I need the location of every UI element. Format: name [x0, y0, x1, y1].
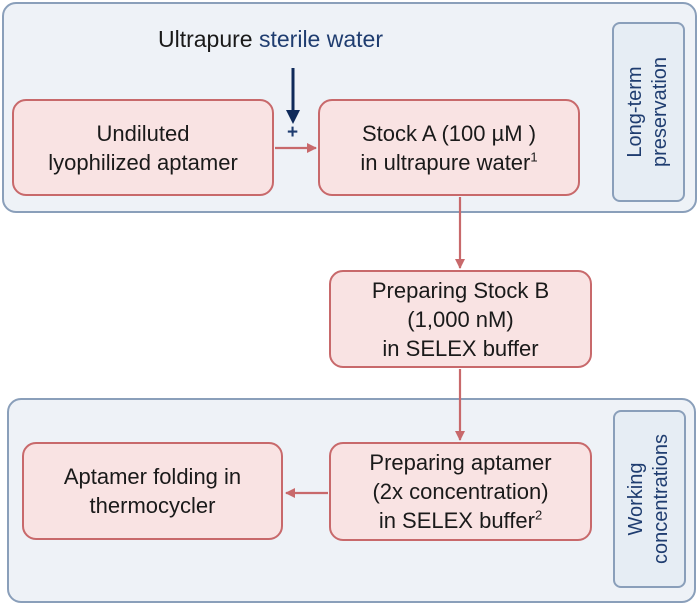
- node-line-1: Undiluted: [96, 120, 190, 146]
- node-line-3-text: in SELEX buffer: [378, 508, 535, 533]
- water-input-prefix: Ultrapure: [158, 26, 253, 52]
- node-line-3: in SELEX buffer2: [379, 506, 542, 535]
- stock-a-node: Stock A (100 µM ) in ultrapure water1: [318, 99, 580, 196]
- water-input-accent: sterile water: [259, 26, 383, 52]
- footnote-marker: 2: [534, 507, 543, 523]
- node-line-3: in SELEX buffer: [382, 335, 539, 361]
- node-line-1: Preparing aptamer: [369, 450, 552, 475]
- stock-b-node: Preparing Stock B (1,000 nM) in SELEX bu…: [329, 270, 592, 368]
- node-line-2: in ultrapure water1: [360, 148, 537, 177]
- node-line-2: lyophilized aptamer: [48, 149, 238, 175]
- prepare-aptamer-node: Preparing aptamer (2x concentration) in …: [329, 442, 592, 541]
- node-line-2: (2x concentration): [372, 479, 549, 504]
- water-input-arrowhead: [286, 110, 300, 124]
- node-line-1: Stock A (100 µM ): [361, 120, 537, 146]
- node-line-2: thermocycler: [89, 493, 216, 518]
- undiluted-aptamer-node: Undiluted lyophilized aptamer: [12, 99, 274, 196]
- node-line-2-text: in ultrapure water: [360, 149, 531, 175]
- plus-sign: +: [287, 122, 299, 143]
- node-line-1: Aptamer folding in: [63, 464, 242, 489]
- working-concentrations-label: Working concentrations: [613, 410, 686, 588]
- footnote-marker: 1: [530, 149, 538, 165]
- node-line-2: (1,000 nM): [407, 306, 514, 332]
- long-term-preservation-label: Long-term preservation: [612, 22, 685, 202]
- water-input-label: Ultrapure sterile water: [158, 26, 383, 53]
- node-line-1: Preparing Stock B: [371, 277, 550, 303]
- aptamer-folding-node: Aptamer folding in thermocycler: [22, 442, 283, 540]
